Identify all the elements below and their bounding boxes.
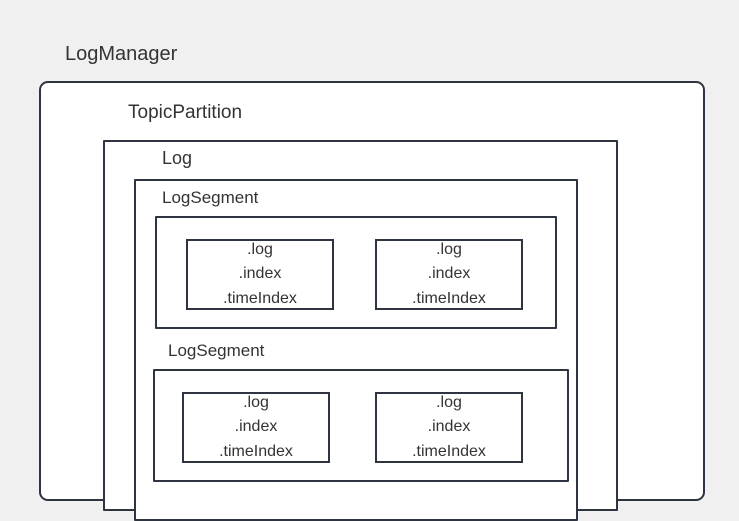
logmanager-label: LogManager <box>65 43 178 65</box>
segment-2-file-group-right: .log .index .timeIndex <box>375 392 523 463</box>
logsegment-1-label: LogSegment <box>162 188 259 207</box>
file-extension-index: .index <box>234 418 278 436</box>
file-extension-index: .index <box>238 265 282 283</box>
file-extension-index: .index <box>427 265 471 283</box>
file-extension-timeindex: .timeIndex <box>223 289 297 307</box>
segment-1-file-group-left: .log .index .timeIndex <box>186 239 334 310</box>
file-extension-log: .log <box>436 393 462 411</box>
file-extension-log: .log <box>247 240 273 258</box>
file-extension-log: .log <box>436 240 462 258</box>
file-extension-timeindex: .timeIndex <box>412 289 486 307</box>
logsegment-2-label: LogSegment <box>168 341 265 360</box>
file-extension-timeindex: .timeIndex <box>219 442 293 460</box>
topicpartition-label: TopicPartition <box>128 102 243 123</box>
file-extension-timeindex: .timeIndex <box>412 442 486 460</box>
segment-1-file-group-right: .log .index .timeIndex <box>375 239 523 310</box>
file-extension-index: .index <box>427 418 471 436</box>
diagram-canvas: LogManager TopicPartition Log LogSegment… <box>39 43 705 521</box>
segment-2-file-group-left: .log .index .timeIndex <box>182 392 330 463</box>
log-label: Log <box>162 148 193 168</box>
file-extension-log: .log <box>243 393 269 411</box>
